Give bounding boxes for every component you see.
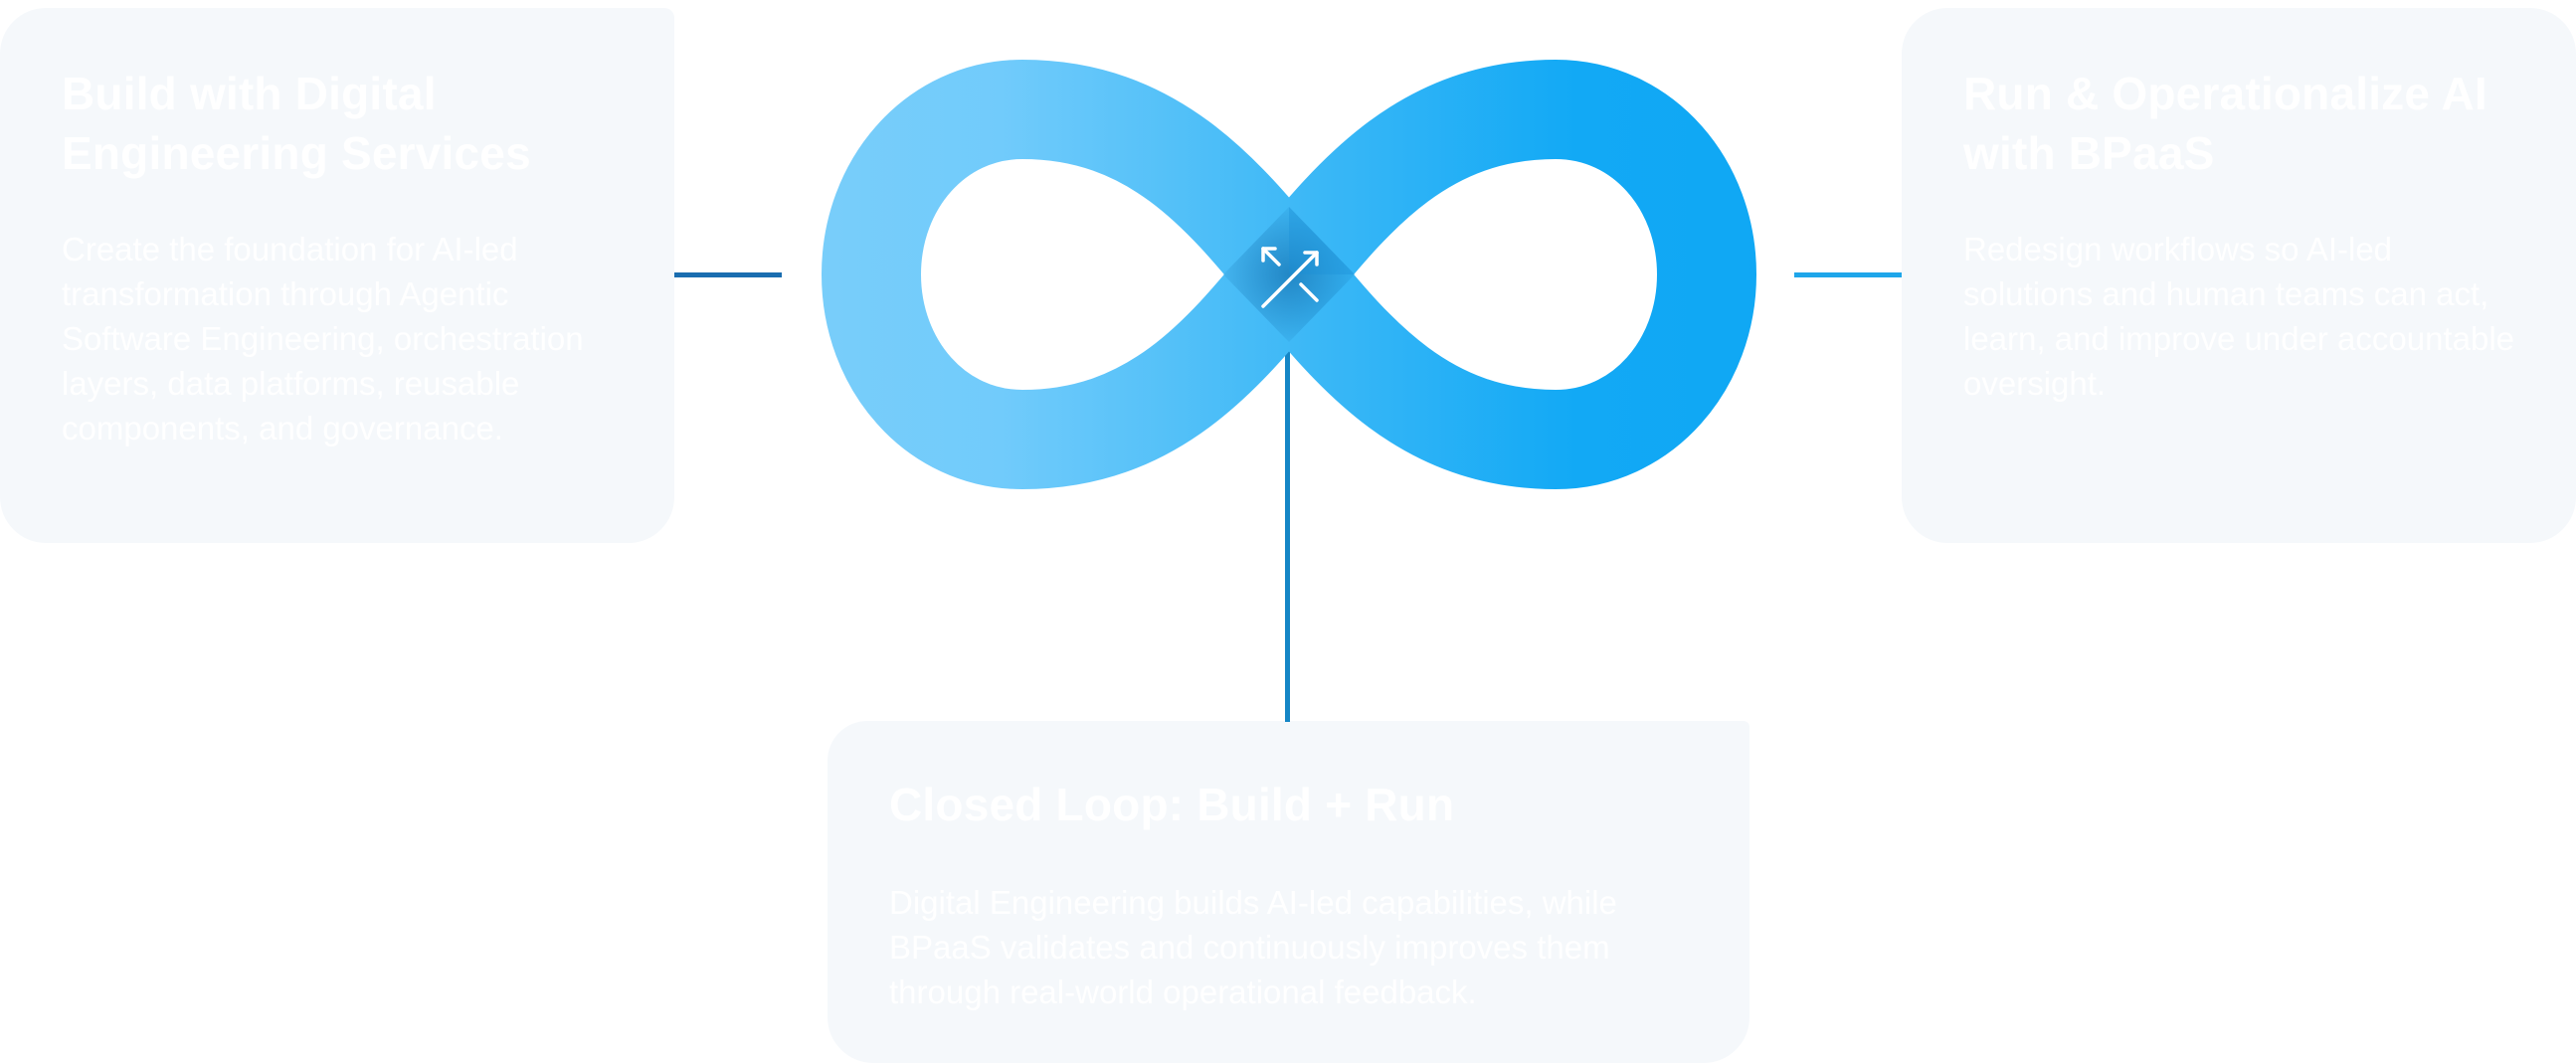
right-connector-line — [1794, 272, 1902, 277]
crossing-highlight — [1289, 207, 1355, 274]
bottom-connector-line — [1285, 350, 1290, 722]
crossing-shade — [1223, 207, 1355, 342]
build-card-title: Build with Digital Engineering Services — [62, 68, 531, 179]
run-card-title: Run & Operationalize AI with BPaaS — [1963, 68, 2487, 179]
arrows-exchange-icon — [1261, 247, 1319, 308]
build-card: Build with Digital Engineering Services … — [0, 8, 674, 543]
closed-loop-card-title: Closed Loop: Build + Run — [889, 779, 1455, 830]
closed-loop-card-description: Digital Engineering builds AI-led capabi… — [889, 884, 1617, 1010]
closed-loop-card: Closed Loop: Build + Run Digital Enginee… — [828, 721, 1749, 1063]
run-card-description: Redesign workflows so AI-led solutions a… — [1963, 231, 2515, 402]
infinity-loop — [822, 60, 1756, 489]
left-connector-line — [674, 272, 782, 277]
build-card-description: Create the foundation for AI-led transfo… — [62, 231, 584, 446]
run-card: Run & Operationalize AI with BPaaS Redes… — [1902, 8, 2576, 543]
